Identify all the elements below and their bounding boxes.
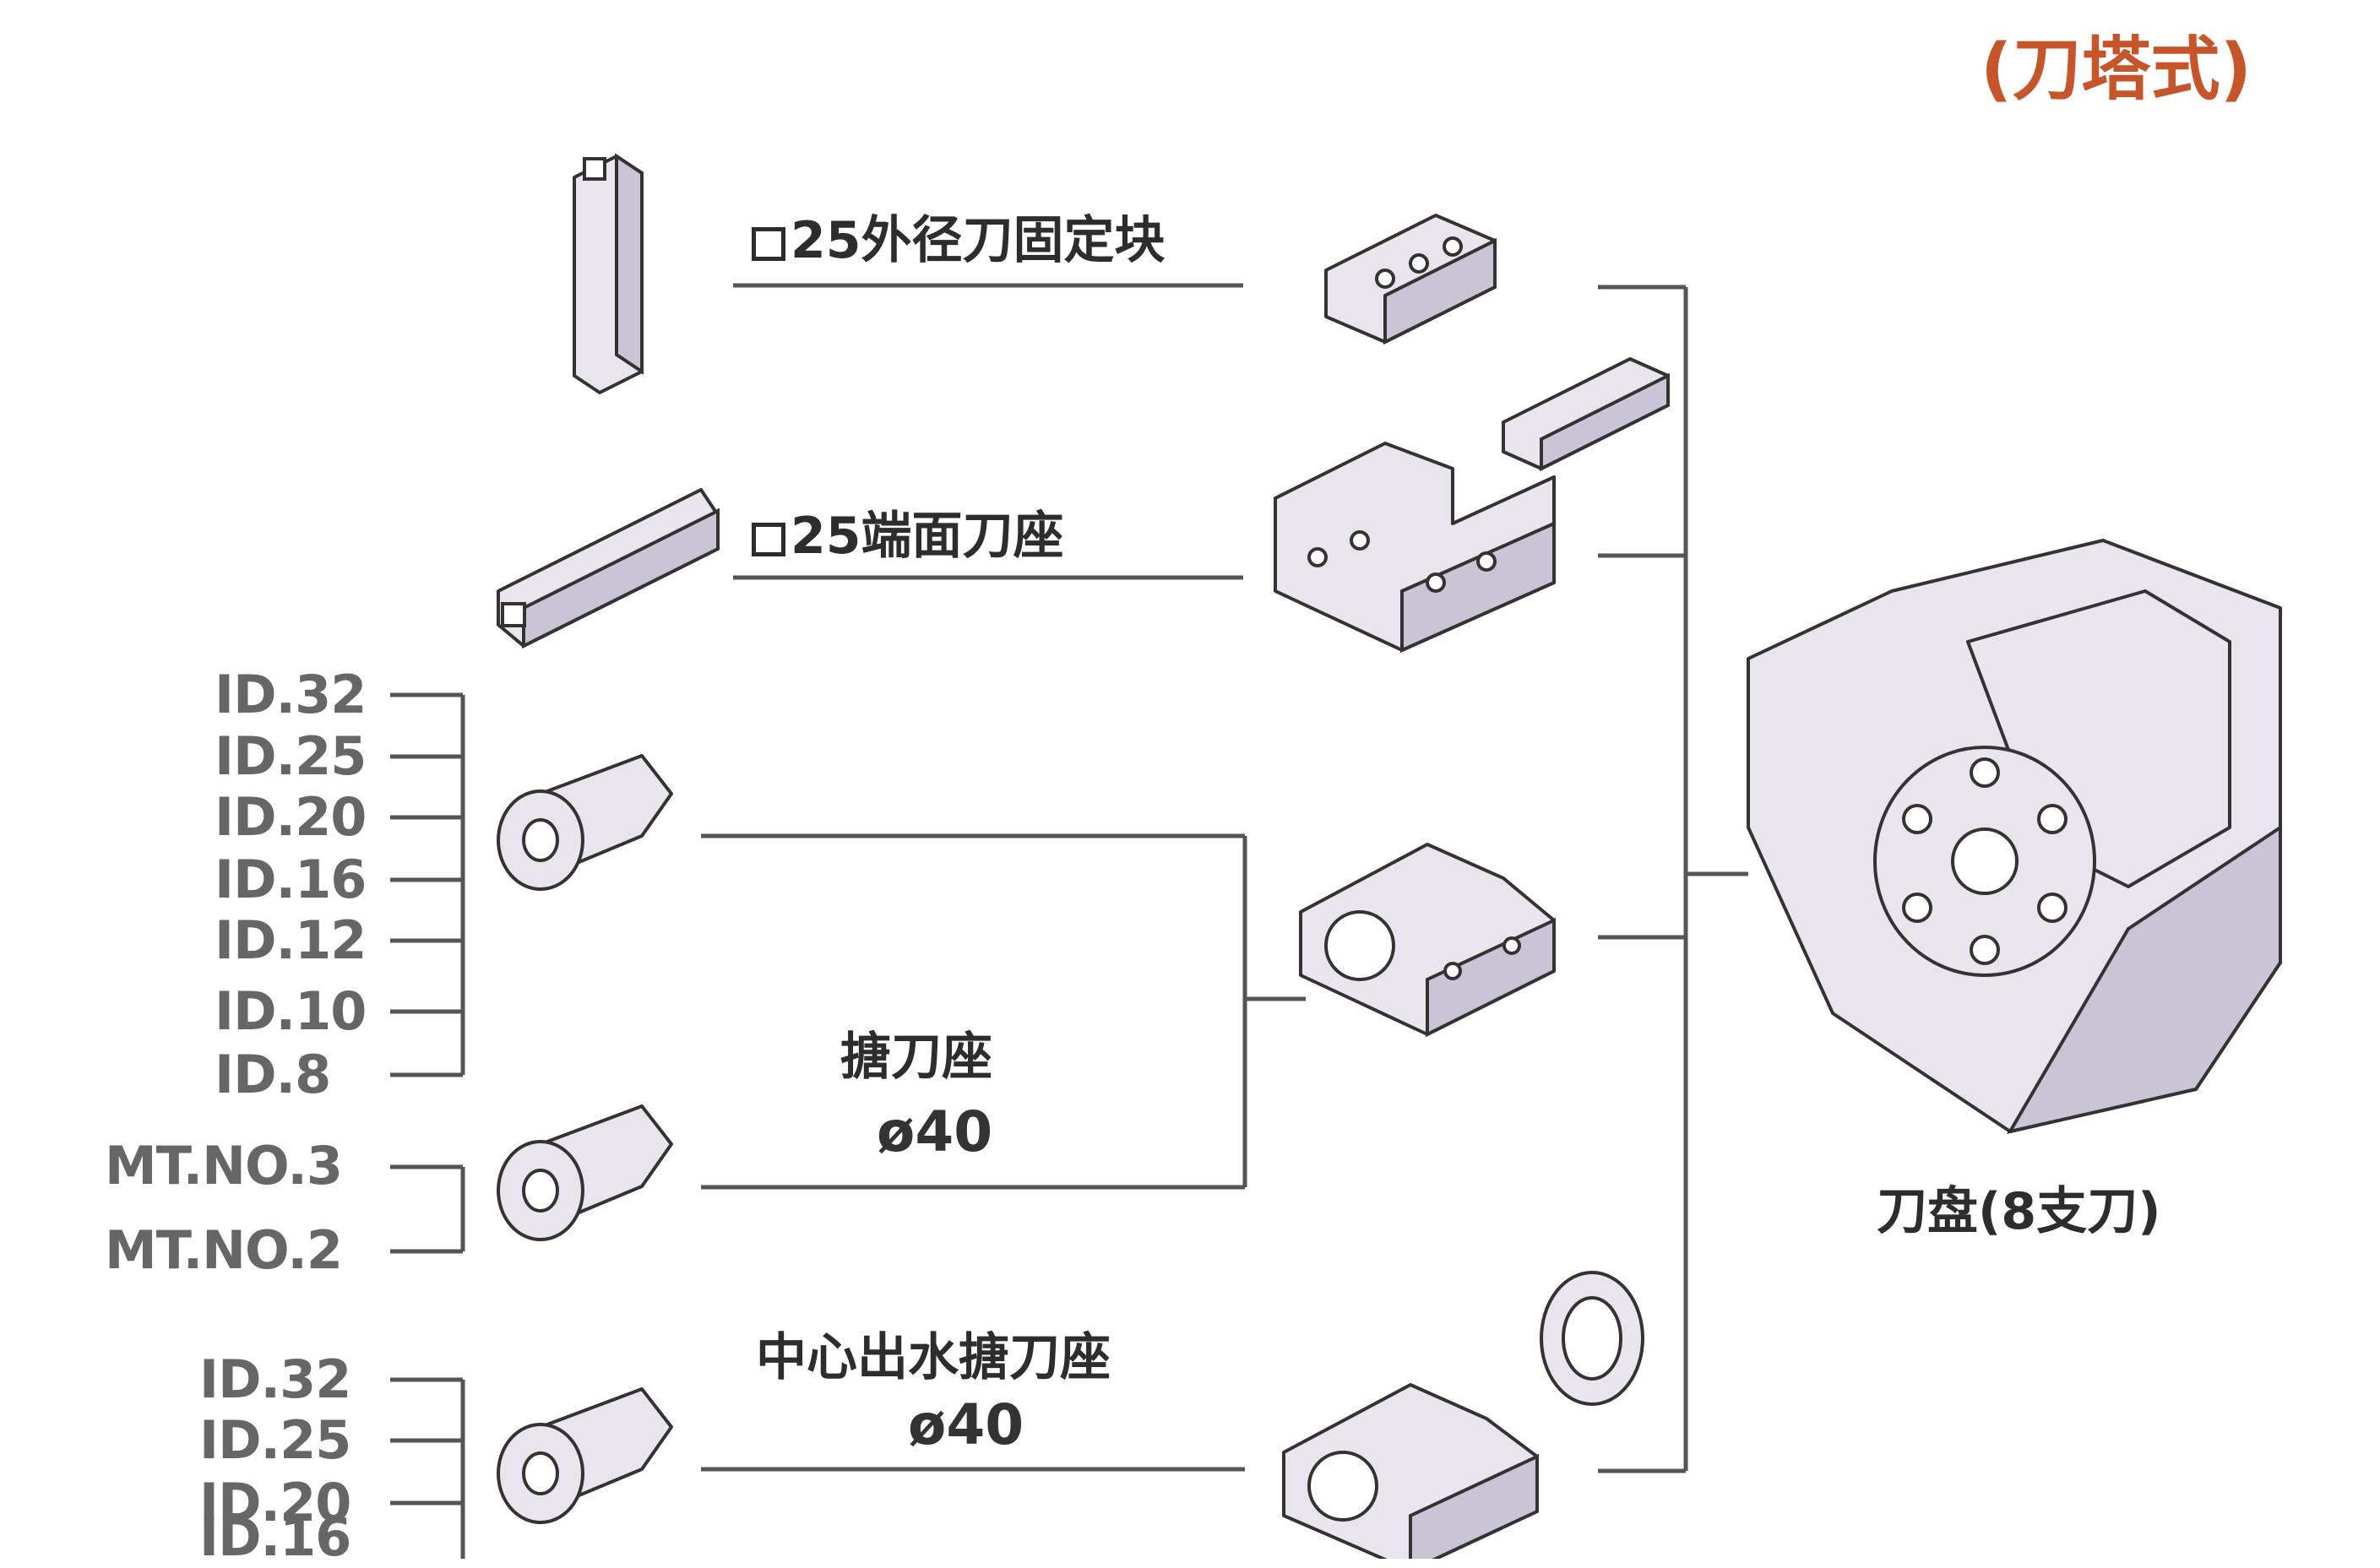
size-label: ID.32 (215, 664, 367, 725)
turret-bus (1598, 285, 1748, 1473)
bracket-group-1 (390, 692, 465, 1077)
turret-label: 刀盘(8支刀) (1877, 1182, 2161, 1241)
boring-holder-dia: ø40 (877, 1099, 993, 1164)
face-holder-drawing (1274, 442, 1556, 654)
coolant-holder-dia: ø40 (908, 1392, 1024, 1457)
bushing-1-drawing (497, 754, 673, 891)
coolant-holder-label: 中心出水搪刀座 (756, 1328, 1111, 1387)
size-label: ID.25 (215, 725, 367, 787)
square-symbol-icon (752, 523, 785, 556)
size-label: ID.32 (199, 1348, 351, 1410)
boring-holder-connector (701, 833, 1306, 1190)
coolant-holder-drawing (1282, 1383, 1539, 1559)
page-title: (刀塔式) (1981, 30, 2252, 110)
size-label: ID.20 (215, 786, 367, 848)
od-block-drawing (1324, 214, 1497, 345)
bracket-group-3 (390, 1377, 465, 1559)
size-label: ID.20 (199, 1472, 351, 1533)
bushing-3-drawing (497, 1387, 673, 1524)
size-label: MT.NO.2 (105, 1219, 343, 1281)
boring-holder-label: 搪刀座 (840, 1028, 992, 1087)
square-symbol-icon (752, 227, 785, 261)
size-label: ID.16 (215, 849, 367, 910)
size-label: ID.25 (199, 1409, 351, 1471)
size-label: ID.16 (199, 1506, 351, 1568)
bushing-2-drawing (497, 1104, 673, 1241)
size-label: ID.8 (215, 1044, 331, 1105)
od-tool-drawing (573, 153, 644, 394)
face-tool-drawing (497, 488, 720, 649)
face-holder-label: 25端面刀座 (752, 511, 1064, 562)
key-bar-drawing (1502, 357, 1670, 472)
size-label: MT.NO.3 (105, 1135, 343, 1196)
bracket-group-2 (390, 1164, 465, 1254)
face-holder-label-text: 25端面刀座 (791, 507, 1064, 566)
coolant-ring-drawing (1540, 1271, 1644, 1406)
turret-drawing (1747, 539, 2282, 1134)
size-label: ID.10 (215, 980, 367, 1042)
size-label: ID.12 (215, 909, 367, 971)
od-block-label-text: 25外径刀固定块 (791, 211, 1166, 270)
boring-holder-drawing (1299, 843, 1556, 1038)
od-block-label: 25外径刀固定块 (752, 215, 1166, 266)
